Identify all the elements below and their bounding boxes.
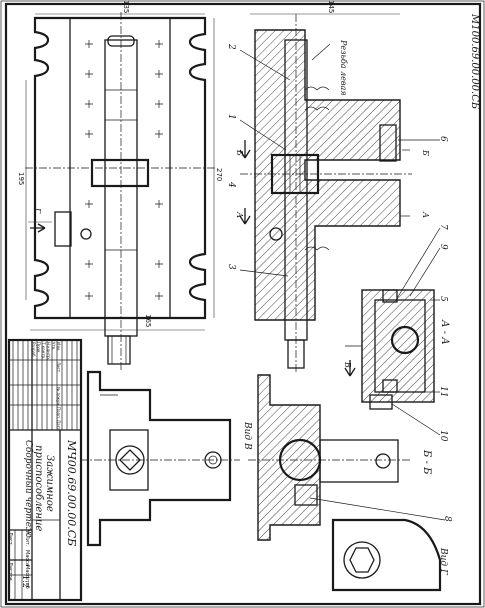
mark-g: Г bbox=[33, 208, 42, 214]
dimensions-view-main bbox=[25, 13, 215, 331]
leader-lines bbox=[239, 43, 446, 521]
callout-8: 8 bbox=[442, 516, 452, 522]
tb-scale-label: Масштаб bbox=[24, 565, 30, 589]
mark-v: В bbox=[343, 362, 352, 368]
thread-note: Резьба левая bbox=[339, 40, 348, 96]
mark-b-left: Б bbox=[235, 150, 244, 156]
view-label-g: Вид Г bbox=[438, 548, 448, 575]
callout-3: 3 bbox=[226, 264, 236, 270]
view-b bbox=[80, 370, 240, 547]
dim-145: 145 bbox=[327, 0, 335, 14]
callout-1: 1 bbox=[226, 114, 236, 120]
dim-135: 135 bbox=[122, 0, 130, 14]
drawing-title-line3: Сборочный чертеж bbox=[23, 440, 33, 538]
section-b-b bbox=[248, 374, 410, 541]
section-label-b-b: Б - Б bbox=[421, 450, 432, 475]
inner-frame bbox=[4, 2, 482, 606]
mark-a-left: А bbox=[235, 212, 244, 219]
section-label-a-a: А - А bbox=[439, 320, 450, 345]
callout-10: 10 bbox=[438, 430, 448, 442]
view-g bbox=[331, 518, 442, 592]
callout-9: 9 bbox=[438, 244, 448, 250]
section-arrows bbox=[30, 140, 356, 377]
corner-drawing-number: М100.69.00.00.СБ bbox=[469, 14, 480, 110]
tb-col-3: № докум. bbox=[56, 387, 61, 407]
drawing-number: МЧ00.69.00.00.СБ bbox=[65, 440, 78, 547]
tb-col-5: Дата bbox=[56, 420, 61, 431]
tb-col-4: Подп. bbox=[56, 407, 61, 420]
tb-col-2: Лист bbox=[56, 362, 61, 373]
callout-6: 6 bbox=[438, 136, 448, 142]
dim-165: 165 bbox=[144, 314, 152, 328]
tb-mass-label: Масса bbox=[24, 550, 30, 566]
dim-270: 270 bbox=[215, 168, 223, 182]
callout-7: 7 bbox=[438, 224, 448, 230]
callout-4: 4 bbox=[226, 182, 236, 188]
drawing-title-line1: Зажимное bbox=[44, 455, 55, 512]
mark-b-right: Б bbox=[421, 150, 430, 156]
view-main-plan bbox=[25, 12, 215, 370]
callout-2: 2 bbox=[226, 44, 236, 50]
dim-195: 195 bbox=[17, 172, 25, 186]
mark-a-right: А bbox=[421, 212, 430, 219]
section-a-a bbox=[345, 289, 435, 410]
callout-5: 5 bbox=[438, 296, 448, 302]
title-block bbox=[7, 338, 83, 602]
tb-col-1: Изм. bbox=[56, 342, 61, 352]
view-label-v: Вид В bbox=[242, 422, 252, 450]
tb-sheets-label: Листов bbox=[7, 562, 13, 581]
drawing-title-line2: приспособление bbox=[33, 445, 44, 532]
callout-11: 11 bbox=[438, 386, 448, 398]
view-section-main bbox=[240, 13, 412, 372]
tb-lit-label: Лит. bbox=[24, 535, 30, 547]
tb-sheet-label: Лист bbox=[7, 532, 13, 545]
